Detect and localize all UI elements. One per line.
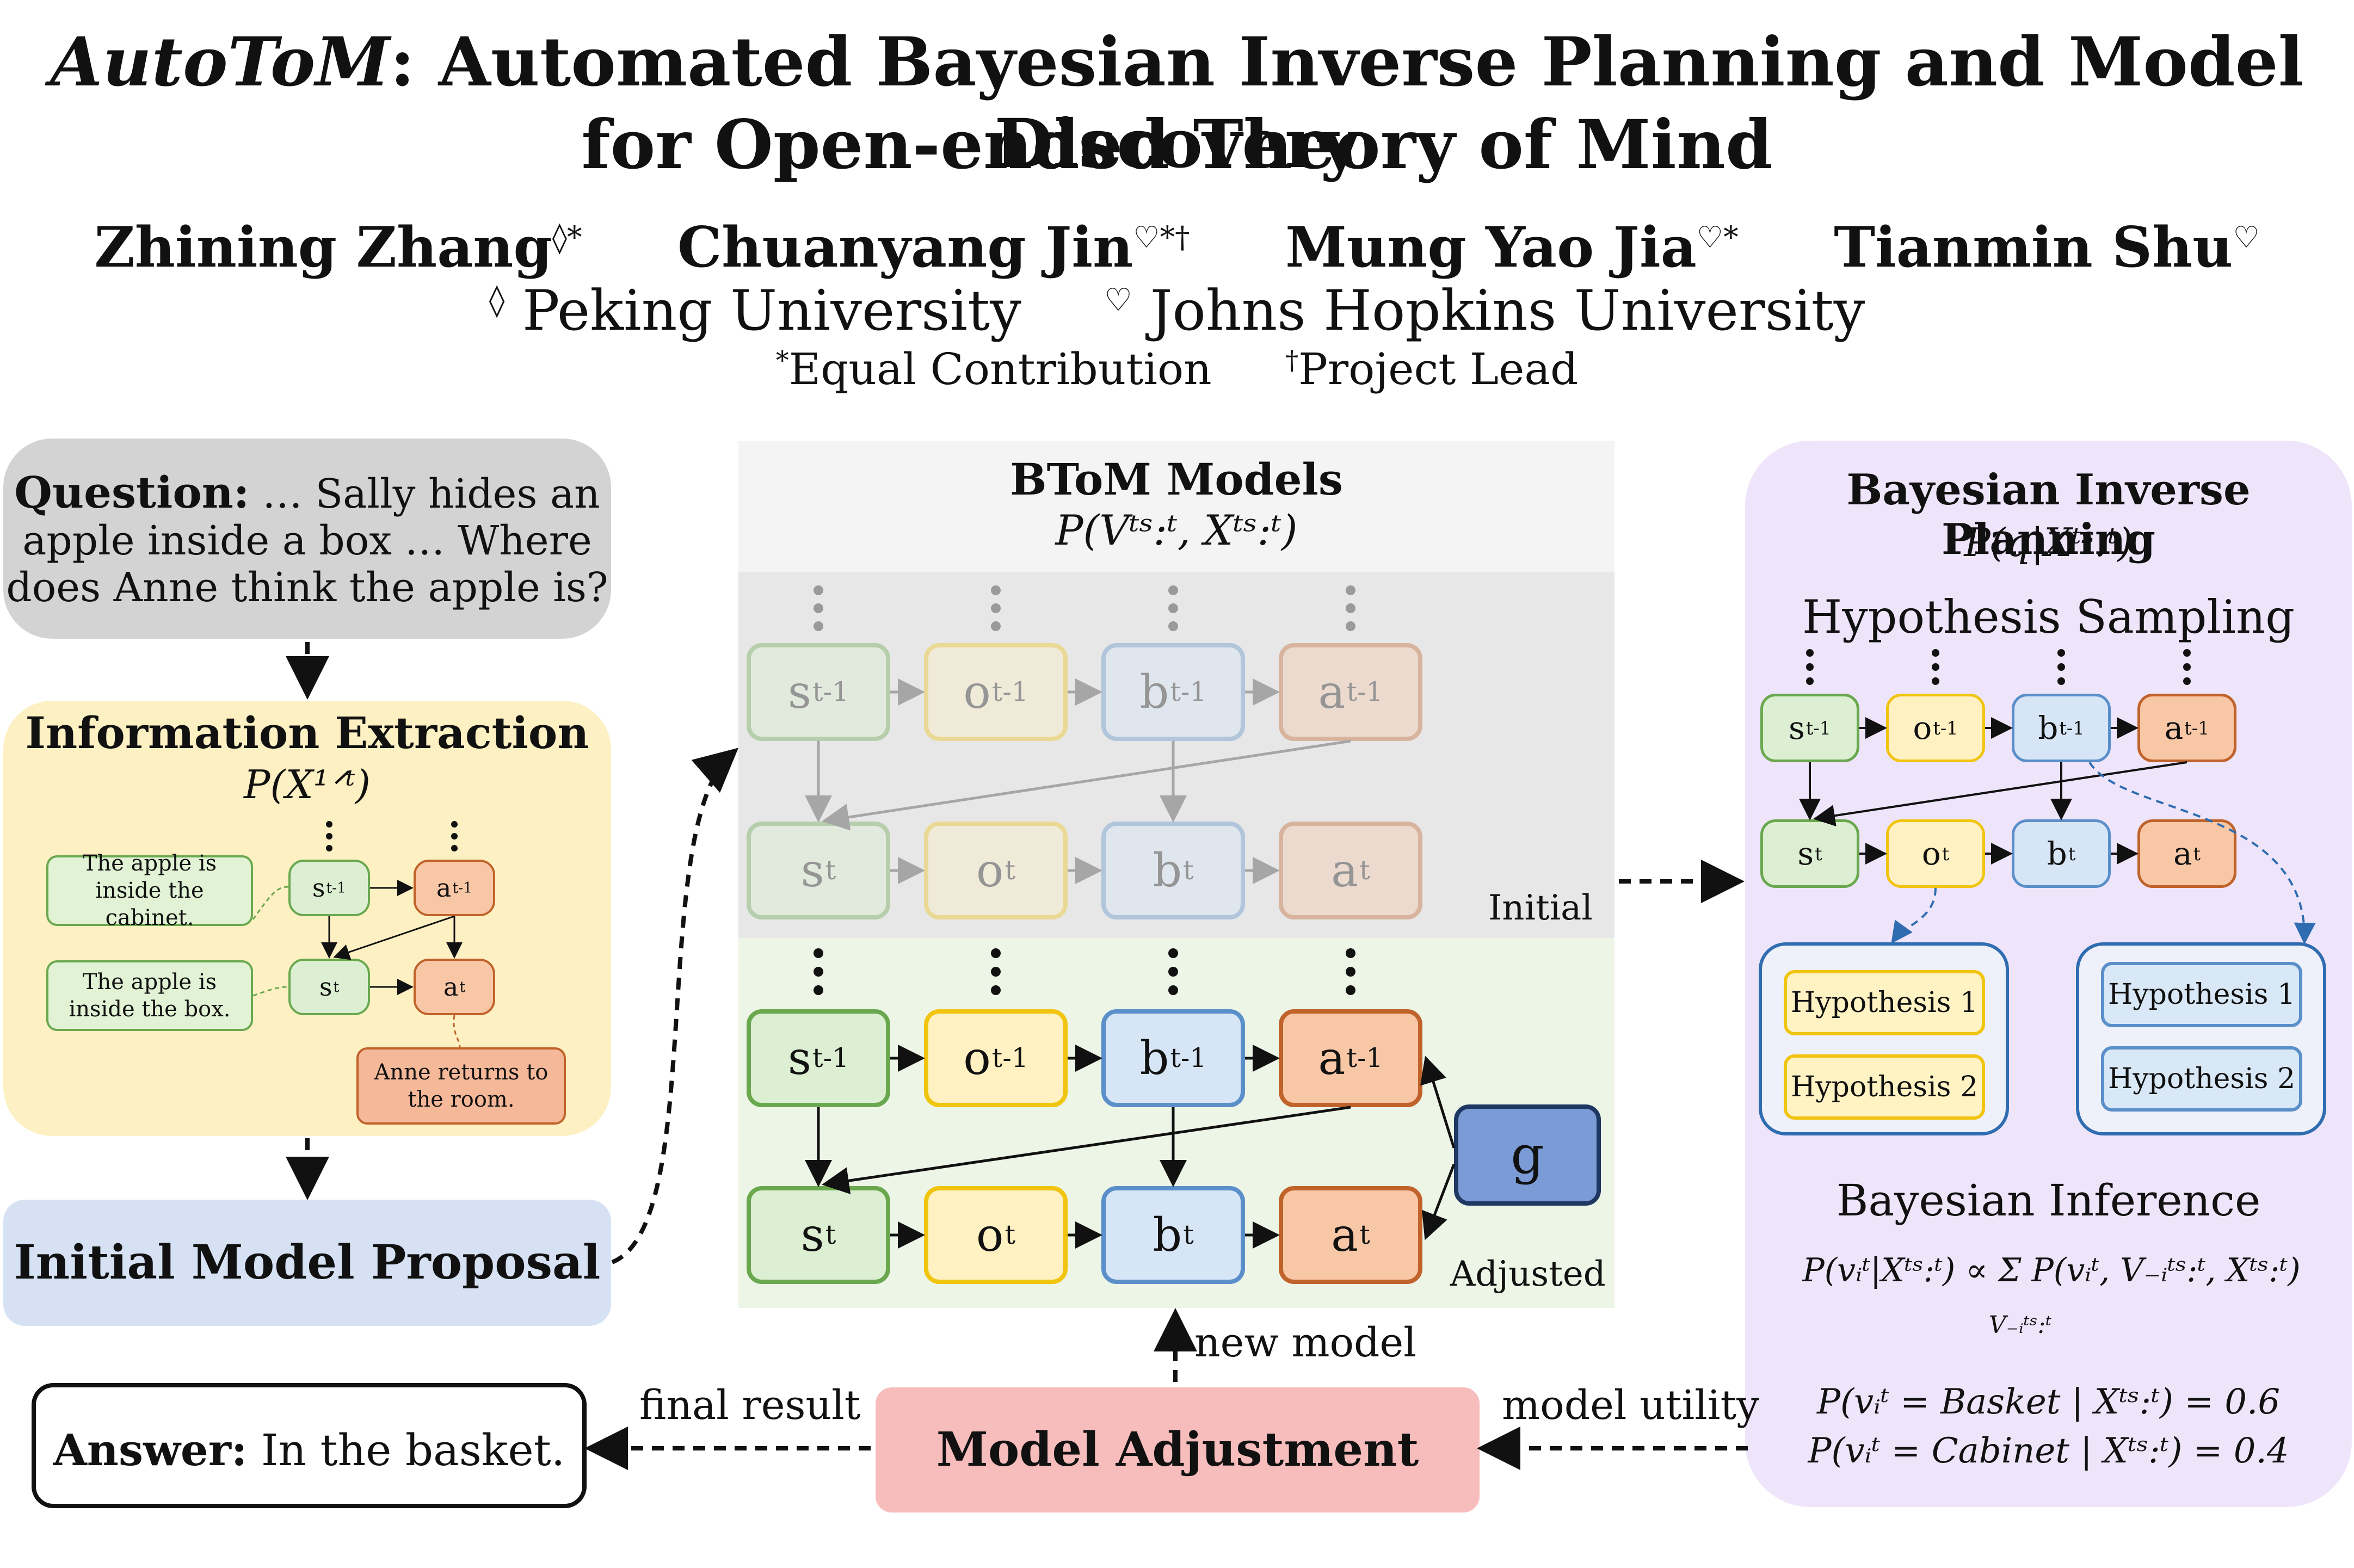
model-adjustment-box: Model Adjustment — [876, 1387, 1480, 1513]
adjusted-node-goal: g — [1454, 1104, 1601, 1206]
adjusted-label: Adjusted — [1450, 1254, 1606, 1294]
information-extraction-title: Information Extraction — [25, 707, 589, 758]
hypothesis-group-observation: Hypothesis 1 Hypothesis 2 — [1759, 942, 2009, 1135]
result-cabinet: P(vᵢᵗ = Cabinet | Xᵗˢ:ᵗ) = 0.4 — [1808, 1431, 2289, 1471]
model-utility-label: model utility — [1502, 1382, 1760, 1429]
hypothesis-item: Hypothesis 1 — [1784, 970, 1985, 1035]
new-model-label: new model — [1194, 1319, 1416, 1366]
affiliation: ♡ Johns Hopkins University — [1104, 279, 1865, 343]
hypothesis-group-belief: Hypothesis 1 Hypothesis 2 — [2076, 942, 2326, 1135]
answer-label: Answer: — [53, 1424, 248, 1476]
author: Mung Yao Jia♡* — [1285, 215, 1739, 280]
question-box: Question: … Sally hides an apple inside … — [3, 439, 611, 639]
question-text: … Sally hides an apple inside a box … Wh… — [6, 471, 608, 611]
hypothesis-sampling-title: Hypothesis Sampling — [1802, 590, 2295, 644]
hypothesis-item: Hypothesis 2 — [2101, 1046, 2302, 1112]
answer-box: Answer: In the basket. — [32, 1383, 587, 1508]
note-apple-box: The apple is inside the box. — [46, 960, 253, 1031]
btom-header-band — [738, 441, 1614, 572]
contribution-notes: *Equal Contribution †Project Lead — [0, 344, 2354, 394]
title-rest: : Automated Bayesian Inverse Planning an… — [390, 23, 2304, 183]
paper-title-line-1: AutoToM: Automated Bayesian Inverse Plan… — [0, 22, 2354, 185]
contribution: *Equal Contribution — [775, 344, 1212, 394]
author-list: Zhining Zhang◊* Chuanyang Jin♡*† Mung Ya… — [0, 215, 2354, 280]
bip-title: Bayesian Inverse Planning — [1846, 465, 2251, 564]
question-label: Question: — [14, 467, 250, 518]
affiliation: ◊ Peking University — [489, 279, 1021, 343]
paper-title-line-2: for Open-ended Theory of Mind — [581, 106, 1773, 184]
title-italic: AutoToM — [50, 23, 390, 102]
btom-formula: P(Vᵗˢ:ᵗ, Xᵗˢ:ᵗ) — [1055, 506, 1298, 554]
initial-model-proposal-box: Initial Model Proposal — [3, 1200, 611, 1326]
bip-formula: P(q|Xᵗˢ:ᵗ) — [1964, 520, 2133, 565]
affiliation-list: ◊ Peking University ♡ Johns Hopkins Univ… — [0, 279, 2354, 343]
bayesian-inference-title: Bayesian Inference — [1836, 1175, 2261, 1226]
author: Tianmin Shu♡ — [1834, 215, 2260, 280]
note-anne-returns: Anne returns to the room. — [356, 1047, 566, 1125]
final-result-label: final result — [639, 1382, 861, 1429]
hypothesis-item: Hypothesis 1 — [2101, 962, 2302, 1027]
btom-title: BToM Models — [1010, 454, 1343, 505]
result-basket: P(vᵢᵗ = Basket | Xᵗˢ:ᵗ) = 0.6 — [1816, 1382, 2281, 1422]
initial-label: Initial — [1488, 888, 1593, 928]
btom-initial-band — [738, 572, 1614, 938]
sum-index: V₋ᵢᵗˢ:ᵗ — [1989, 1311, 2052, 1339]
author: Chuanyang Jin♡*† — [677, 215, 1190, 280]
contribution: †Project Lead — [1285, 344, 1579, 394]
answer-text: In the basket. — [261, 1425, 565, 1476]
information-extraction-formula: P(X¹ᐟᵗ) — [244, 762, 371, 807]
hypothesis-item: Hypothesis 2 — [1784, 1054, 1985, 1120]
bayesian-inference-formula: P(vᵢᵗ|Xᵗˢ:ᵗ) ∝ Σ P(vᵢᵗ, V₋ᵢᵗˢ:ᵗ, Xᵗˢ:ᵗ) — [1802, 1251, 2301, 1289]
author: Zhining Zhang◊* — [94, 215, 582, 280]
